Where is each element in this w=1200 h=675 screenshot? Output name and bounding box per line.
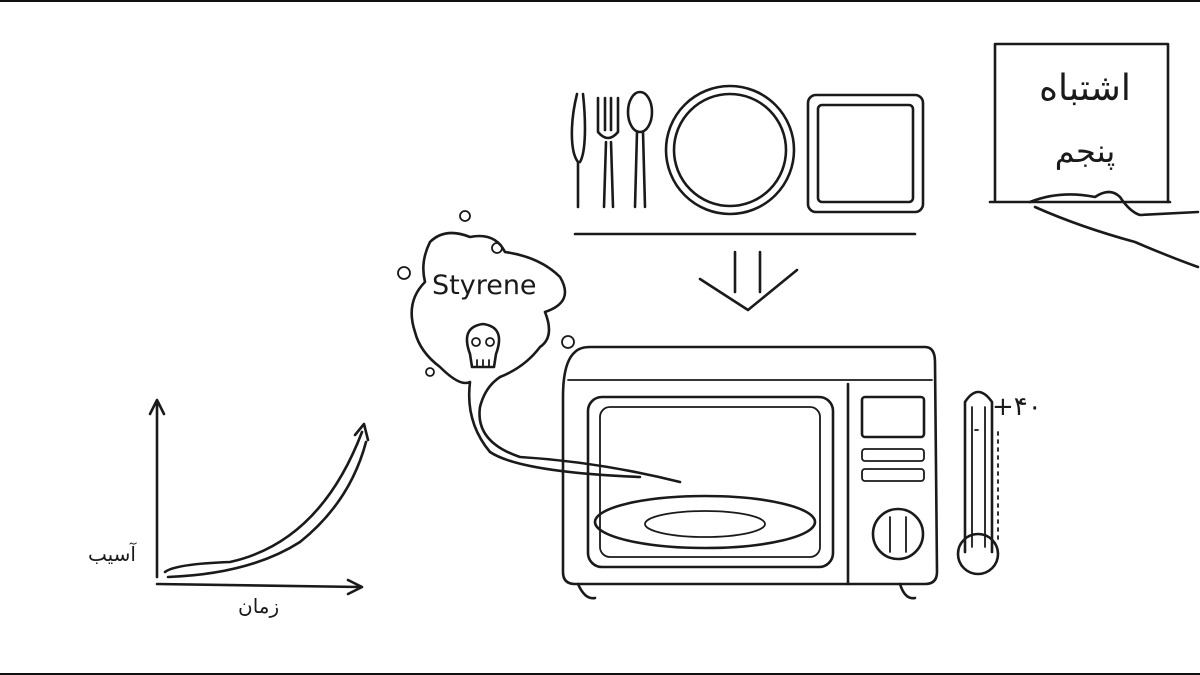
spoon-icon — [626, 90, 654, 209]
plate-icon — [664, 84, 796, 216]
sign-title-line2: پنجم — [1054, 132, 1116, 170]
skull-icon — [465, 322, 501, 369]
microwave — [561, 345, 939, 600]
dial-knob — [871, 507, 925, 561]
styrene-label: Styrene — [432, 270, 537, 301]
knife-icon — [570, 92, 587, 209]
arrow-down-icon — [698, 250, 799, 312]
plate-inside — [593, 494, 817, 550]
sign-board — [988, 42, 1172, 204]
fork-icon — [596, 96, 620, 209]
graph-y-label: آسیب — [88, 542, 136, 566]
temperature-label: +۴۰ — [992, 392, 1042, 422]
y-axis — [148, 398, 166, 579]
graph-x-label: زمان — [238, 594, 280, 618]
sign-title-line1: اشتباه — [1039, 68, 1131, 109]
thermometer-icon — [956, 390, 1000, 576]
tray-icon — [806, 93, 925, 214]
harm-over-time-graph — [148, 398, 370, 596]
hand-icon — [1028, 190, 1200, 269]
curve — [163, 422, 370, 579]
gas-cloud — [397, 210, 682, 484]
x-axis — [155, 578, 364, 596]
